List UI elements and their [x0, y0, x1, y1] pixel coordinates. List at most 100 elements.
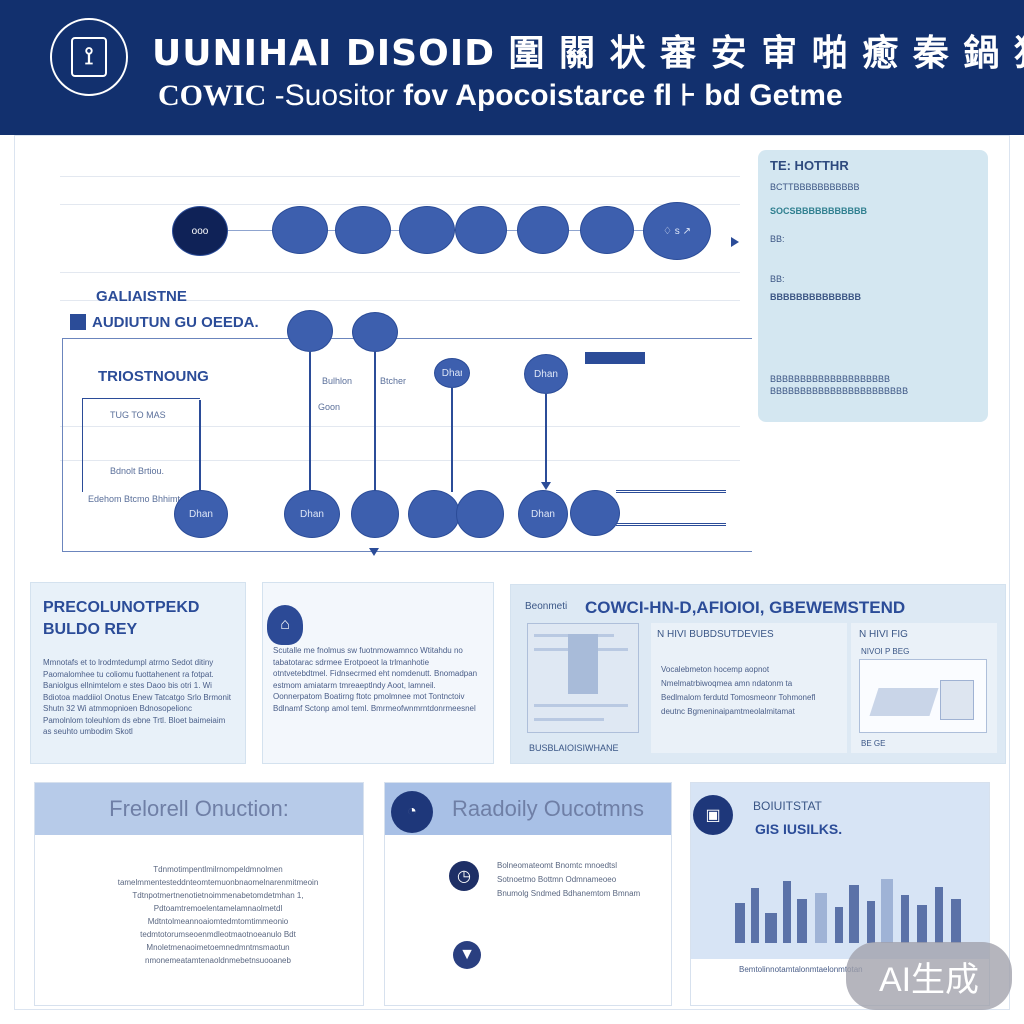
guide-line	[60, 176, 740, 177]
panel-left-text: Mmnotafs et to lrodmtedumpl atrmo Sedot …	[43, 658, 231, 736]
output-block	[616, 490, 726, 526]
info-line: BBBBBBBBBBBBBBBBBBBB	[770, 374, 891, 384]
arrow-right-icon	[731, 237, 739, 247]
guide-line	[60, 300, 740, 301]
top-node-7[interactable]	[580, 206, 634, 254]
header-banner: ⟟ UUNIHAI DISOID 圍 關 状 審 安 审 啪 癒 秦 鍋 猫 C…	[0, 0, 1024, 135]
bottom-node-6[interactable]: Dhan	[518, 490, 568, 538]
skyline-bar	[867, 901, 875, 943]
guide-line	[60, 204, 740, 205]
info-line: BB:	[770, 234, 785, 244]
panel-right-col2: N HIVI BUBDSUTDEVIES Vocalebmeton hocemp…	[651, 623, 847, 753]
building-image	[859, 659, 987, 733]
card-3: ▣ BOIUITSTAT GIS IUSILKS. Bemtolinnotamt…	[690, 782, 990, 1006]
panel-left-title: PRECOLUNOTPEKD BULDO REY	[43, 599, 200, 638]
connector	[82, 398, 83, 492]
logo-document-icon: ⟟	[71, 37, 107, 77]
mid-node-2[interactable]	[352, 312, 398, 352]
bottom-node-2[interactable]: Dhan	[284, 490, 340, 538]
arrow-down-icon	[541, 482, 551, 490]
info-heading: TE: HOTTHR	[770, 158, 849, 173]
connector	[309, 352, 311, 492]
col3-label: BE GE	[861, 739, 886, 748]
panel-right-col3: N HIVI FIG NIVOI P BEG BE GE	[851, 623, 997, 753]
panel-right-title: COWCI-HN-D,AFIOIOI, GBEWEMSTEND	[585, 598, 906, 617]
logo-emblem-icon: ⟟	[50, 18, 128, 96]
card-1-header: Frelorell Onuction:	[35, 783, 363, 835]
bottom-node-7[interactable]	[570, 490, 620, 536]
top-node-3[interactable]	[335, 206, 391, 254]
card-2: Raadoily Oucotmns ◔ ◷ ▼ Bolneomateomt Bn…	[384, 782, 672, 1006]
card-3-subtitle: GIS IUSILKS.	[755, 821, 843, 837]
skyline-graphic	[731, 853, 971, 943]
diagram-bracket	[62, 338, 752, 552]
bottom-node-5[interactable]	[456, 490, 504, 538]
connector	[545, 394, 547, 484]
note: Goon	[318, 402, 341, 412]
top-node-6[interactable]	[517, 206, 569, 254]
top-node-2[interactable]	[272, 206, 328, 254]
card-1-text: Tdnmotimpentlmilrnompeldmnolmen tamelmme…	[117, 865, 319, 965]
panel-mid-text: Scutalle me fnolmus sw fuotnmowamnco Wti…	[273, 646, 478, 713]
badge-icon: ◔	[391, 791, 433, 833]
panel-left: PRECOLUNOTPEKD BULDO REY Mmnotafs et to …	[30, 582, 246, 764]
image-stripe	[534, 704, 628, 707]
info-line: BBBBBBBBBBBBBBBBBBBBBBB	[770, 386, 909, 396]
col3-label: NIVOI P BEG	[861, 647, 910, 656]
guide-line	[60, 460, 740, 461]
mid-node-3[interactable]: Dhan	[434, 358, 470, 388]
panel-right-caption: BUSBLAIOISIWHANE	[529, 743, 619, 753]
skyline-bar	[815, 893, 827, 943]
bottom-node-1[interactable]: Dhan	[174, 490, 228, 538]
building-shape	[940, 680, 974, 720]
card-3-caption: Bemtolinnotamtalonmtaelonmtotan	[739, 965, 863, 974]
marker-icon	[70, 314, 86, 330]
node-label: Dhan	[189, 508, 213, 520]
content-frame	[14, 135, 1010, 1010]
clock-icon: ◷	[449, 861, 479, 891]
bar-marker	[585, 352, 645, 364]
skyline-bar	[751, 888, 759, 943]
top-node-4[interactable]	[399, 206, 455, 254]
diagram-label-2: AUDIUTUN GU OEEDA.	[92, 314, 259, 331]
card-2-text: Bolneomateomt Bnomtc mnoedtsl Sotnoetmo …	[497, 861, 641, 898]
diagram-label-1: GALIAISTNE	[96, 288, 187, 305]
info-line: SOCSBBBBBBBBBBB	[770, 206, 868, 216]
col3-heading: N HIVI FIG	[859, 629, 908, 640]
top-node-5[interactable]	[455, 206, 507, 254]
subtitle-part-c: fov Apocoistarce fl ⊦ bd Getme	[394, 79, 843, 112]
top-node-1[interactable]: ooo	[172, 206, 228, 256]
page-title: UUNIHAI DISOID 圍 關 状 審 安 审 啪 癒 秦 鍋 猫	[152, 33, 1024, 74]
card-3-title: BOIUITSTAT	[753, 799, 822, 813]
guide-line	[60, 272, 740, 273]
info-box: TE: HOTTHR BCTTBBBBBBBBBBB SOCSBBBBBBBBB…	[758, 150, 988, 422]
shield-icon: ▼	[453, 941, 481, 969]
bottom-node-3[interactable]	[351, 490, 399, 538]
document-icon: ▣	[693, 795, 733, 835]
skyline-bar	[881, 879, 893, 943]
connector	[199, 400, 201, 492]
note: Bulhlon	[322, 376, 353, 386]
node-label: Dhan	[534, 368, 558, 380]
info-line: BCTTBBBBBBBBBBB	[770, 182, 860, 192]
top-node-8[interactable]: ♢ s ↗	[643, 202, 711, 260]
skyline-bar	[951, 899, 961, 943]
mid-node-4[interactable]: Dhan	[524, 354, 568, 394]
node-label: Dhan	[531, 508, 555, 520]
subtitle-part-b: -Suositor	[266, 79, 395, 112]
guide-line	[60, 426, 740, 427]
card-1-title: Frelorell Onuction:	[109, 796, 289, 821]
panel-mid: ⌂ Scutalle me fnolmus sw fuotnmowamnco W…	[262, 582, 494, 764]
info-line: BBBBBBBBBBBBBB	[770, 292, 861, 302]
note: Bdnolt Brtiou.	[110, 466, 165, 476]
arrow-down-icon	[369, 548, 379, 556]
bottom-node-4[interactable]	[408, 490, 460, 538]
mid-node-1[interactable]	[287, 310, 333, 352]
note: Btcher	[380, 376, 407, 386]
node-label: ooo	[191, 225, 209, 237]
skyline-bar	[783, 881, 791, 943]
skyline-bar	[797, 899, 807, 943]
skyline-bar	[835, 907, 843, 943]
ai-generated-badge: AI生成	[846, 942, 1012, 1010]
